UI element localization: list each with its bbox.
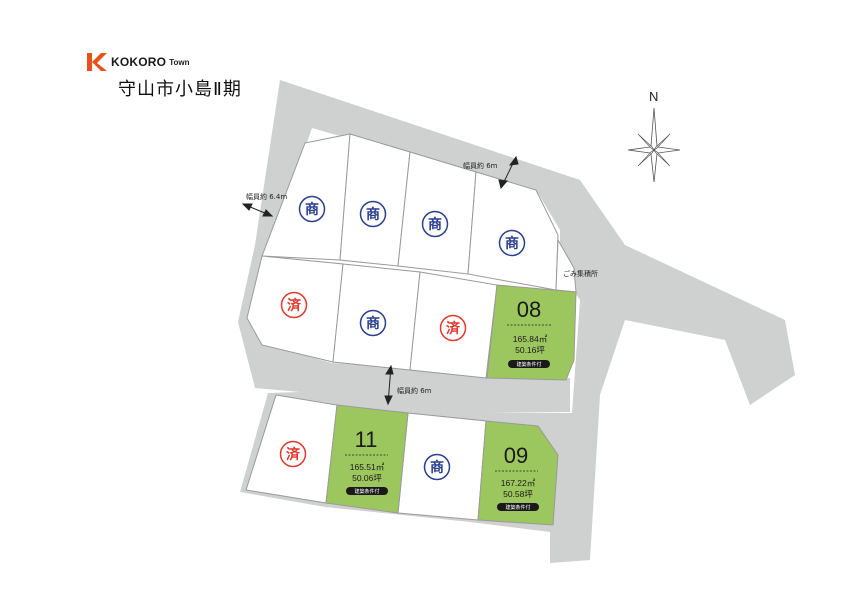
- badge-commercial: 商: [298, 195, 326, 223]
- lot-08[interactable]: [486, 284, 577, 381]
- badge-commercial: 商: [359, 200, 387, 228]
- svg-text:済: 済: [446, 320, 461, 337]
- road-width-middle: 幅員約 6m: [397, 386, 432, 395]
- available-lots: [325, 284, 577, 526]
- lot-condition: 建築条件付: [505, 504, 530, 511]
- lot-area-m2: 165.51㎡: [350, 462, 385, 472]
- brand-logo: KOKORO Town: [86, 51, 190, 73]
- badge-sold: 済: [279, 440, 307, 468]
- lot-area-tsubo: 50.06坪: [352, 473, 382, 483]
- svg-text:商: 商: [366, 315, 380, 332]
- lot-top-2: [339, 133, 411, 267]
- brand-sub: Town: [169, 57, 190, 67]
- svg-text:商: 商: [305, 201, 319, 218]
- lot-condition: 建築条件付: [516, 361, 541, 368]
- sold-badges: 済 済 済: [279, 291, 467, 468]
- lot-info-09: 09 167.22㎡ 50.58坪 建築条件付: [495, 443, 539, 511]
- commercial-badges: 商 商 商 商 商 商: [298, 195, 526, 481]
- lot-area-m2: 167.22㎡: [501, 478, 536, 488]
- dimension-markers: [241, 155, 519, 406]
- garbage-station-label: ごみ集積所: [563, 269, 598, 278]
- page-title: 守山市小島Ⅱ期: [118, 79, 242, 100]
- svg-text:商: 商: [430, 459, 444, 476]
- svg-text:済: 済: [286, 446, 301, 463]
- svg-text:商: 商: [366, 206, 380, 223]
- compass-rose-icon: [627, 107, 681, 183]
- road-width-top: 幅員約 6m: [463, 161, 498, 170]
- lot-area-tsubo: 50.16坪: [515, 345, 545, 355]
- lot-condition: 建築条件付: [354, 488, 379, 495]
- badge-commercial: 商: [421, 210, 449, 238]
- badge-commercial: 商: [359, 309, 387, 337]
- lot-area-tsubo: 50.58坪: [503, 489, 533, 499]
- kokoro-logo-icon: [87, 53, 107, 71]
- lot-info-11: 11 165.51㎡ 50.06坪 建築条件付: [345, 427, 388, 495]
- lot-area-m2: 165.84㎡: [513, 334, 548, 344]
- compass-north-label: N: [649, 89, 658, 104]
- lot-number: 11: [355, 427, 378, 452]
- lot-11[interactable]: [325, 404, 409, 514]
- badge-commercial: 商: [498, 229, 526, 257]
- svg-text:商: 商: [505, 235, 519, 252]
- badge-commercial: 商: [423, 453, 451, 481]
- road-width-left: 幅員約 6.4m: [246, 192, 287, 201]
- svg-text:商: 商: [428, 216, 442, 233]
- lot-number: 08: [517, 297, 541, 322]
- lot-number: 09: [504, 443, 528, 468]
- brand-name: KOKORO: [111, 55, 167, 69]
- lot-info-08: 08 165.84㎡ 50.16坪 建築条件付: [507, 297, 551, 368]
- svg-text:済: 済: [287, 297, 302, 314]
- badge-sold: 済: [439, 314, 467, 342]
- lot-09[interactable]: [477, 420, 559, 526]
- badge-sold: 済: [280, 291, 308, 319]
